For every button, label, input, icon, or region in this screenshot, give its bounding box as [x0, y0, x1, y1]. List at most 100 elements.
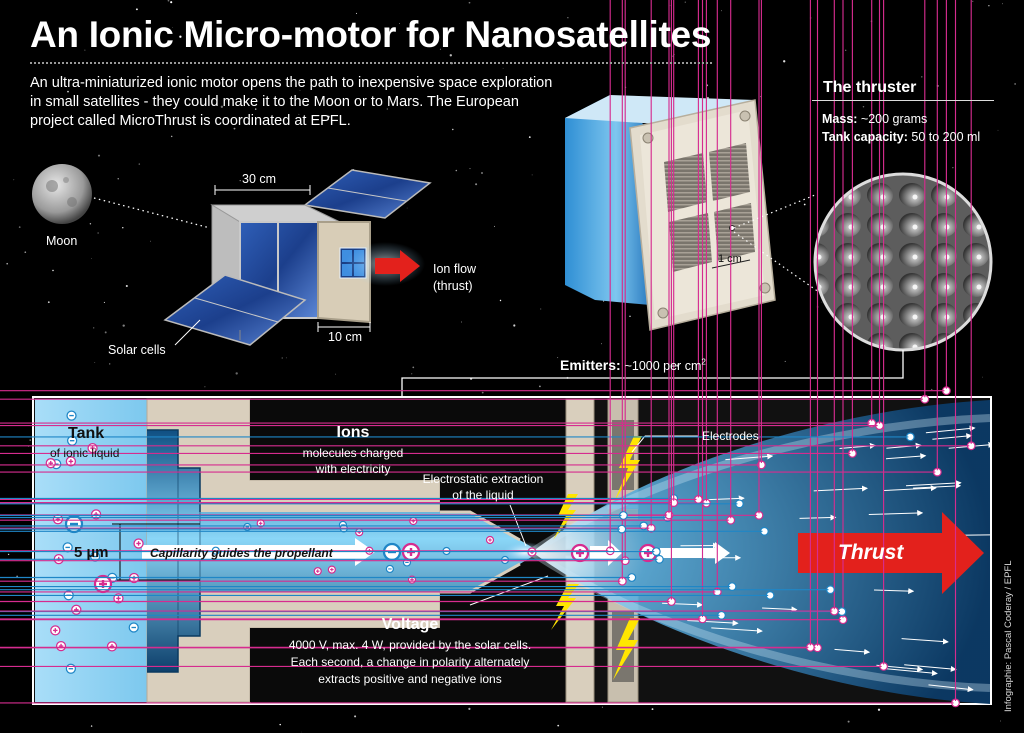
positive-ion-icon: [0, 0, 960, 708]
positive-ion-icon: [0, 0, 656, 533]
plume-flow-arrow: [762, 606, 798, 613]
emitters-spec: Emitters: ~1000 per cm2: [560, 357, 706, 373]
positive-ion-icon: [0, 0, 976, 451]
star: [135, 8, 138, 11]
negative-ion-icon: [0, 511, 628, 520]
star: [988, 5, 990, 7]
plume-flow-arrow: [881, 667, 938, 677]
voltage-line-1: 4000 V, max. 4 W, provided by the solar …: [288, 638, 532, 652]
ions-sub-2: with electricity: [315, 462, 391, 476]
star: [412, 79, 414, 81]
star: [281, 357, 283, 359]
star: [449, 54, 452, 57]
negative-ion-icon: [128, 622, 139, 633]
star: [528, 136, 531, 138]
positive-ion-icon: [0, 0, 766, 470]
star: [567, 17, 569, 19]
negative-ion-icon: [0, 499, 744, 509]
star: [513, 324, 516, 327]
star: [299, 90, 301, 92]
star: [557, 357, 559, 359]
star: [469, 168, 471, 170]
negative-ion-icon: [0, 524, 627, 534]
star: [335, 373, 337, 375]
star: [386, 108, 388, 110]
capillarity-label: Capillarity guides the propellant: [150, 546, 333, 560]
star: [150, 240, 152, 242]
satellite-depth-label: 10 cm: [328, 330, 363, 344]
star: [94, 362, 96, 364]
positive-ion-icon: [50, 625, 61, 636]
star: [452, 128, 454, 131]
plume-flow-arrow: [725, 453, 774, 461]
star: [862, 105, 865, 108]
plume-flow-arrow: [873, 588, 915, 595]
plume-flow-arrow: [901, 638, 949, 645]
star: [821, 301, 823, 303]
star: [475, 183, 478, 186]
page-title: An Ionic Micro-motor for Nanosatellites: [30, 14, 712, 55]
star: [204, 386, 206, 388]
positive-ion-icon: [570, 543, 590, 563]
star: [720, 10, 722, 12]
star: [468, 1, 471, 4]
star: [103, 301, 105, 303]
plume-flow-arrow: [928, 684, 974, 693]
mass-label: Mass:: [822, 112, 858, 126]
star: [481, 172, 483, 174]
electrodes-label: Electrodes: [702, 429, 759, 443]
star: [412, 366, 415, 369]
star: [481, 391, 484, 394]
negative-ion-icon: [0, 591, 775, 600]
ions-sub-1: molecules charged: [302, 446, 404, 460]
nanosatellite: [163, 169, 432, 346]
positive-ion-icon: [0, 0, 877, 428]
negative-ion-icon: [0, 582, 737, 591]
voltage-title: Voltage: [381, 616, 439, 633]
emitters-label: Emitters:: [560, 357, 621, 373]
star: [179, 35, 182, 38]
star: [301, 731, 302, 733]
star: [117, 178, 119, 180]
star: [253, 178, 255, 179]
negative-ion-icon: [0, 547, 661, 556]
star: [629, 315, 631, 318]
plume-flow-arrow: [883, 485, 937, 492]
emitters-sup: 2: [701, 357, 706, 367]
star: [406, 207, 408, 209]
star: [1002, 3, 1003, 5]
thrust-arrow: [798, 512, 984, 594]
negative-ion-icon: [0, 554, 664, 564]
positive-ion-icon: [0, 0, 951, 396]
star: [552, 37, 555, 40]
plume-flow-arrow: [834, 648, 871, 655]
star: [88, 103, 90, 105]
star: [67, 90, 69, 93]
emitter-magnifier: [813, 172, 993, 352]
ion-flow-sub: (thrust): [433, 279, 473, 293]
star: [89, 223, 92, 225]
star: [539, 385, 541, 388]
plume-flow-arrow: [705, 495, 745, 502]
star: [6, 262, 9, 265]
star: [122, 324, 125, 327]
positive-ion-icon: [0, 0, 930, 404]
star: [109, 363, 111, 365]
positive-ion-icon: [485, 535, 495, 545]
star: [1014, 83, 1016, 85]
positive-ion-icon: [0, 0, 615, 556]
star: [531, 174, 533, 176]
star: [355, 12, 358, 14]
plume-flow-arrow: [711, 627, 763, 634]
star: [47, 301, 50, 304]
plume-flow-arrow: [925, 425, 976, 434]
positive-ion-icon: [90, 509, 102, 520]
star: [29, 439, 31, 441]
star: [167, 0, 170, 2]
star: [684, 1, 686, 3]
star: [285, 357, 287, 359]
star: [298, 113, 300, 115]
voltage-line-3: extracts positive and negative ions: [318, 672, 502, 686]
negative-ion-icon: [0, 526, 769, 536]
star: [651, 708, 654, 711]
